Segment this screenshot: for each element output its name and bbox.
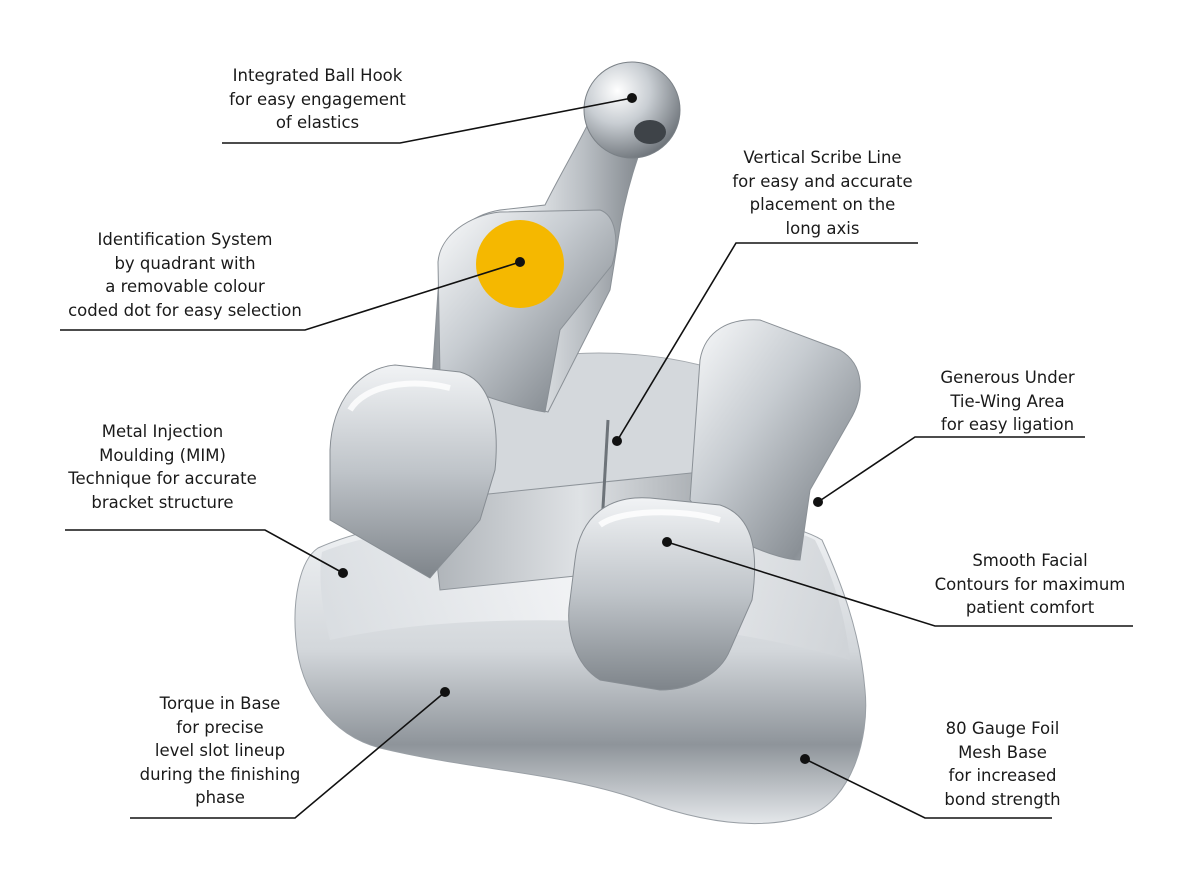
integrated-ball-hook <box>583 61 681 159</box>
label-line: for easy and accurate <box>732 171 913 191</box>
label-line: for increased <box>948 766 1057 785</box>
label-line: Vertical Scribe Line <box>743 148 902 167</box>
label-line: Torque in Base <box>159 694 281 713</box>
label-line: patient comfort <box>965 598 1095 617</box>
leader-line-mesh <box>804 758 1052 819</box>
label-integrated-ball-hook: Integrated Ball Hook for easy engagement… <box>200 64 435 135</box>
label-line: bracket structure <box>91 492 234 512</box>
label-line: coded dot for easy selection <box>68 300 302 320</box>
label-line: placement on the <box>749 195 896 214</box>
leader-dot-identification <box>515 257 525 267</box>
label-line: long axis <box>785 218 860 238</box>
leader-dot-facial <box>662 537 672 547</box>
label-line: Smooth Facial <box>972 551 1088 570</box>
leader-dot-ball-hook <box>627 93 637 103</box>
bracket-illustration <box>294 61 867 825</box>
label-line: Contours for maximum <box>934 574 1126 594</box>
label-line: for precise <box>176 717 264 737</box>
leader-line-ball-hook <box>222 97 633 144</box>
label-smooth-facial-contours: Smooth Facial Contours for maximum patie… <box>910 549 1150 620</box>
leader-lines <box>60 97 1133 819</box>
label-metal-injection-moulding: Metal Injection Moulding (MIM) Technique… <box>50 420 275 514</box>
tie-wing-lower-left <box>329 364 497 579</box>
label-generous-under-tie-wing: Generous Under Tie-Wing Area for easy li… <box>905 366 1110 437</box>
tie-wing-highlight <box>598 509 721 528</box>
label-line: Tie-Wing Area <box>950 391 1065 411</box>
tie-wing-highlight-left <box>347 380 451 412</box>
label-line: Generous Under <box>940 368 1075 387</box>
leader-dot-mesh <box>800 754 810 764</box>
tie-wing-lower-right <box>568 497 756 691</box>
label-line: Metal Injection <box>101 422 224 441</box>
ball-hook-hole <box>634 120 666 144</box>
label-line: for easy ligation <box>940 415 1075 434</box>
leader-dots <box>338 93 823 764</box>
leader-line-facial <box>666 541 1133 627</box>
label-line: level slot lineup <box>154 741 286 760</box>
label-torque-in-base: Torque in Base for precise level slot li… <box>120 692 320 810</box>
leader-line-under-wing <box>817 436 1085 503</box>
leader-line-mim <box>65 529 344 574</box>
label-line: Identification System <box>97 230 273 249</box>
label-80-gauge-foil-mesh-base: 80 Gauge Foil Mesh Base for increased bo… <box>895 717 1110 811</box>
label-line: by quadrant with <box>114 253 256 273</box>
leader-dot-torque <box>440 687 450 697</box>
label-line: Integrated Ball Hook <box>232 66 403 85</box>
label-line: for easy engagement <box>229 89 406 109</box>
leader-line-identification <box>60 261 521 331</box>
leader-line-torque <box>130 691 446 819</box>
label-line: 80 Gauge Foil <box>945 719 1060 738</box>
label-vertical-scribe-line: Vertical Scribe Line for easy and accura… <box>715 146 930 240</box>
leader-dot-mim <box>338 568 348 578</box>
label-line: of elastics <box>275 113 360 132</box>
leader-dot-scribe <box>612 436 622 446</box>
label-line: Moulding (MIM) <box>99 445 226 465</box>
label-line: Technique for accurate <box>68 469 257 488</box>
label-line: a removable colour <box>105 277 265 296</box>
label-line: during the finishing <box>139 764 301 784</box>
label-identification-system: Identification System by quadrant with a… <box>50 228 320 322</box>
leader-dot-under-wing <box>813 497 823 507</box>
label-line: Mesh Base <box>958 742 1047 762</box>
label-line: bond strength <box>944 789 1061 809</box>
leader-line-scribe <box>616 242 918 442</box>
label-line: phase <box>195 788 245 807</box>
